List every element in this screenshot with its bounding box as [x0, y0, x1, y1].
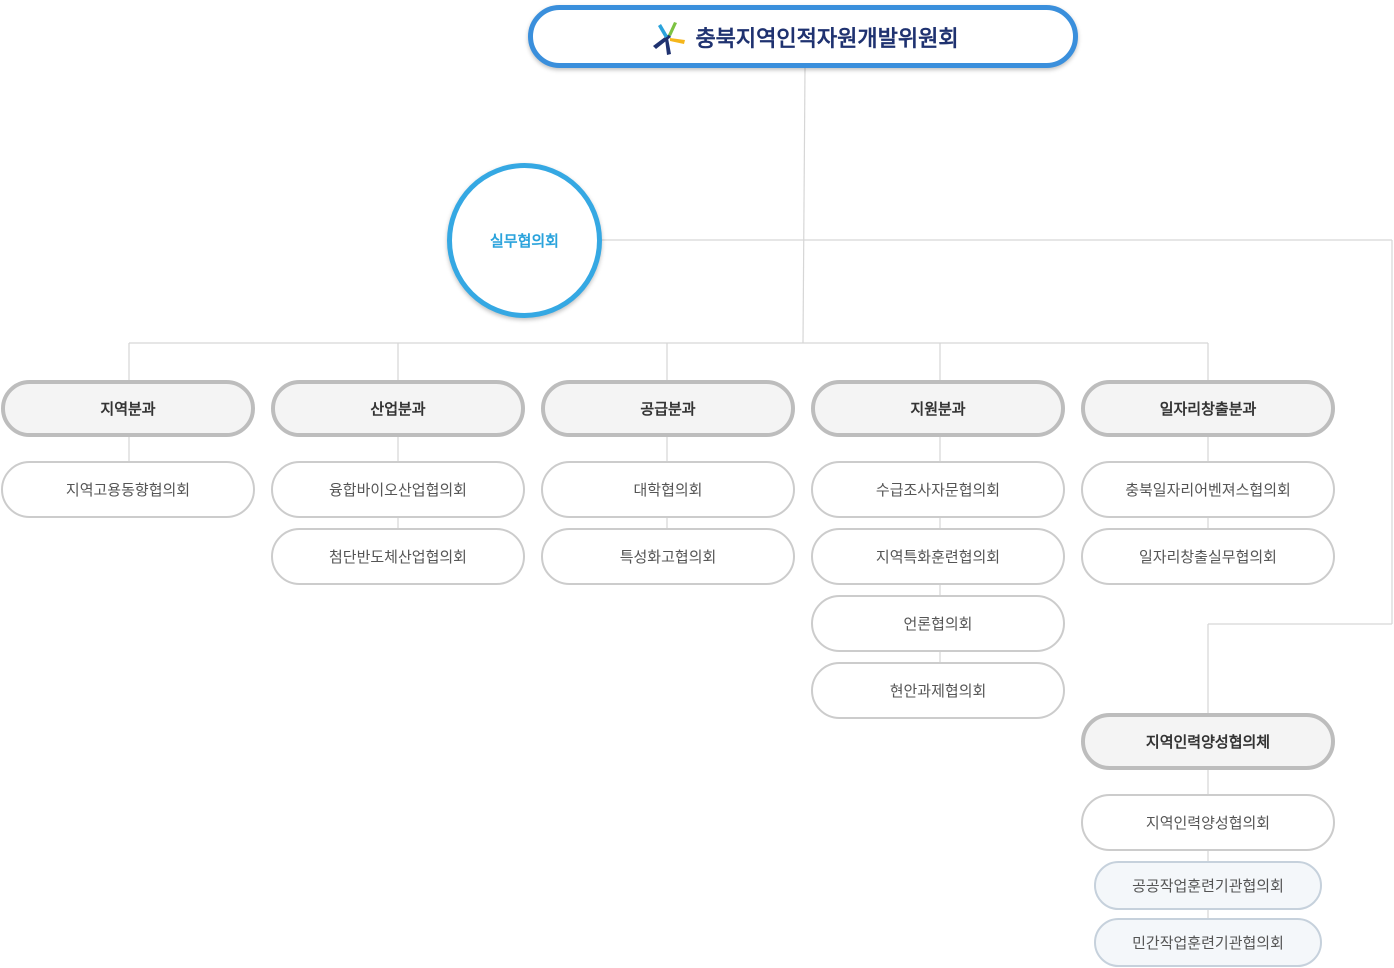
- council-label: 충북일자리어벤져스협의회: [1125, 481, 1291, 499]
- division-box: 공급분과: [541, 380, 795, 437]
- division-box: 산업분과: [271, 380, 525, 437]
- division-label: 지원분과: [910, 400, 966, 418]
- council-label: 지역특화훈련협의회: [875, 548, 1001, 566]
- training-body-label: 지역인력양성협의체: [1145, 733, 1271, 751]
- division-box: 일자리창출분과: [1081, 380, 1335, 437]
- council-box: 충북일자리어벤져스협의회: [1081, 461, 1335, 518]
- council-label: 첨단반도체산업협의회: [328, 548, 467, 566]
- council-label: 수급조사자문협의회: [875, 481, 1001, 499]
- council-label: 특성화고협의회: [619, 548, 717, 566]
- council-box: 대학협의회: [541, 461, 795, 518]
- subcouncil-box: 공공작업훈련기관협의회: [1094, 861, 1322, 910]
- council-label: 현안과제협의회: [889, 682, 987, 700]
- council-box: 지역특화훈련협의회: [811, 528, 1065, 585]
- council-box: 첨단반도체산업협의회: [271, 528, 525, 585]
- council-label: 지역인력양성협의회: [1145, 814, 1271, 832]
- council-box: 일자리창출실무협의회: [1081, 528, 1335, 585]
- working-council-label: 실무협의회: [489, 232, 559, 250]
- subcouncil-box: 민간작업훈련기관협의회: [1094, 918, 1322, 967]
- division-box: 지원분과: [811, 380, 1065, 437]
- council-box: 특성화고협의회: [541, 528, 795, 585]
- division-label: 공급분과: [640, 400, 696, 418]
- council-label: 대학협의회: [633, 481, 703, 499]
- working-council: 실무협의회: [447, 163, 602, 318]
- council-box: 융합바이오산업협의회: [271, 461, 525, 518]
- council-box: 수급조사자문협의회: [811, 461, 1065, 518]
- council-logo-icon: [653, 21, 686, 55]
- division-label: 일자리창출분과: [1159, 400, 1257, 418]
- division-label: 지역분과: [100, 400, 156, 418]
- council-box: 지역인력양성협의회: [1081, 794, 1335, 851]
- subcouncil-label: 공공작업훈련기관협의회: [1132, 877, 1284, 895]
- training-body-box: 지역인력양성협의체: [1081, 713, 1335, 770]
- council-label: 지역고용동향협의회: [65, 481, 191, 499]
- council-box: 지역고용동향협의회: [1, 461, 255, 518]
- top-council-title: 충북지역인적자원개발위원회: [695, 26, 959, 52]
- council-box: 언론협의회: [811, 595, 1065, 652]
- council-label: 언론협의회: [903, 615, 973, 633]
- subcouncil-label: 민간작업훈련기관협의회: [1132, 934, 1284, 952]
- division-label: 산업분과: [370, 400, 426, 418]
- council-label: 일자리창출실무협의회: [1138, 548, 1277, 566]
- top-council: 충북지역인적자원개발위원회: [528, 5, 1078, 68]
- division-box: 지역분과: [1, 380, 255, 437]
- council-label: 융합바이오산업협의회: [328, 481, 467, 499]
- council-box: 현안과제협의회: [811, 662, 1065, 719]
